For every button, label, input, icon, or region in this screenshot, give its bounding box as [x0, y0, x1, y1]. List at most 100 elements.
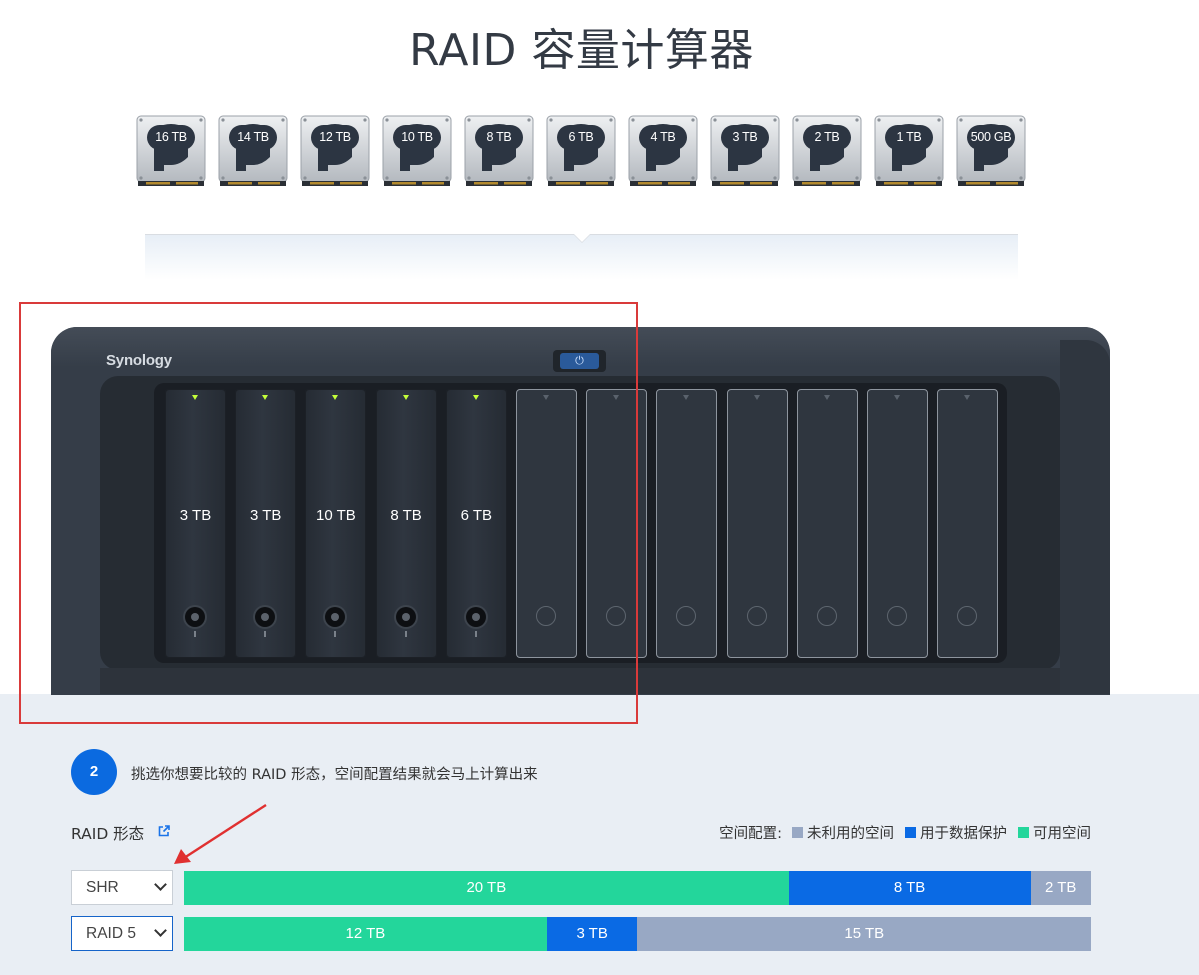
status-led — [753, 395, 760, 400]
drive-size-label: 3 TB — [179, 507, 212, 524]
drive-bay-empty[interactable] — [867, 389, 928, 658]
disk-option-10[interactable]: 500 GB — [956, 115, 1026, 187]
legend-title: 空间配置: — [719, 826, 782, 842]
lock-indicator — [264, 631, 267, 637]
legend-swatch-available — [1018, 827, 1029, 838]
drive-bay-empty[interactable] — [656, 389, 718, 658]
bar-segment-protection: 8 TB — [788, 871, 1031, 905]
disk-option-label: 500 GB — [967, 125, 1015, 150]
disk-option-6[interactable]: 4 TB — [628, 115, 698, 187]
disk-option-label: 1 TB — [885, 125, 933, 150]
disk-option-label: 10 TB — [393, 125, 441, 150]
chevron-down-icon — [154, 924, 167, 937]
disk-option-2[interactable]: 12 TB — [300, 115, 370, 187]
lock-icon — [887, 606, 907, 626]
status-led — [964, 395, 971, 400]
legend-swatch-unused — [792, 827, 803, 838]
raid-type-label: RAID 形态 — [71, 825, 145, 843]
status-led — [894, 395, 900, 400]
drive-size-label: 3 TB — [249, 507, 282, 524]
lock-icon — [816, 606, 837, 626]
status-led — [402, 395, 409, 400]
status-led — [332, 395, 339, 400]
drive-size-label: 8 TB — [390, 507, 422, 524]
disk-option-label: 3 TB — [721, 125, 769, 150]
bar-segment-unused: 15 TB — [637, 917, 1091, 951]
lock-icon — [606, 606, 627, 626]
drive-size-label: 10 TB — [316, 507, 356, 524]
disk-option-4[interactable]: 8 TB — [464, 115, 534, 187]
bar-segment-available: 12 TB — [184, 917, 547, 951]
lock-icon — [676, 606, 697, 626]
lock-icon — [185, 607, 205, 627]
raid-type-select-value: SHR — [86, 879, 119, 896]
disk-option-label: 14 TB — [229, 125, 277, 150]
disk-option-0[interactable]: 16 TB — [136, 115, 206, 187]
nas-drive-bay-area — [154, 383, 1007, 663]
step-number-badge: 2 — [71, 749, 117, 795]
bar-segment-protection: 3 TB — [546, 917, 638, 951]
status-led — [192, 395, 198, 400]
lock-indicator — [194, 631, 196, 637]
raid-type-select-1[interactable]: SHR — [71, 870, 173, 905]
status-led — [683, 395, 690, 400]
status-led — [543, 395, 549, 400]
lock-icon — [465, 607, 486, 627]
lock-indicator — [404, 631, 407, 637]
legend-swatch-protection — [905, 827, 916, 838]
drive-bay-empty[interactable] — [937, 389, 999, 658]
lock-icon — [536, 606, 556, 626]
disk-option-label: 12 TB — [311, 125, 359, 150]
drive-bay-empty[interactable] — [726, 389, 788, 658]
legend-protection-label: 用于数据保护 — [920, 826, 1007, 842]
annotation-arrow-icon — [174, 803, 267, 864]
power-icon: ⏻ — [560, 353, 599, 369]
nas-side — [1060, 340, 1110, 694]
disk-option-3[interactable]: 10 TB — [382, 115, 452, 187]
drive-bay-filled[interactable]: 3 TB — [235, 389, 297, 658]
step-instruction: 挑选你想要比较的 RAID 形态，空间配置结果就会马上计算出来 — [131, 767, 538, 783]
brand-logo: Synology — [106, 352, 172, 369]
disk-option-5[interactable]: 6 TB — [546, 115, 616, 187]
drive-bay-filled[interactable]: 3 TB — [165, 389, 226, 658]
space-legend: 空间配置: 未利用的空间 用于数据保护 可用空间 — [719, 822, 1091, 843]
disk-option-label: 4 TB — [639, 125, 687, 150]
raid-type-select-2[interactable]: RAID 5 — [71, 916, 173, 951]
bar-segment-available: 20 TB — [184, 871, 789, 905]
status-led — [472, 395, 479, 400]
status-led — [613, 395, 620, 400]
disk-option-label: 8 TB — [475, 125, 523, 150]
chevron-down-icon — [154, 878, 167, 891]
disk-option-7[interactable]: 3 TB — [710, 115, 780, 187]
lock-indicator — [334, 631, 337, 637]
drive-bay-filled[interactable]: 10 TB — [305, 389, 367, 658]
status-led — [262, 395, 269, 400]
highlight-box — [19, 302, 638, 724]
drive-size-label: 6 TB — [460, 507, 492, 524]
lock-icon — [395, 607, 416, 627]
disk-option-label: 2 TB — [803, 125, 851, 150]
disk-option-9[interactable]: 1 TB — [874, 115, 944, 187]
disk-option-label: 16 TB — [147, 125, 195, 150]
disk-option-label: 6 TB — [557, 125, 605, 150]
external-link-icon[interactable] — [157, 824, 171, 838]
lock-icon — [325, 607, 346, 627]
drive-bay-empty[interactable] — [516, 389, 577, 658]
page-title: RAID 容量计算器 — [409, 25, 754, 76]
disk-option-1[interactable]: 14 TB — [218, 115, 288, 187]
lock-icon — [746, 606, 767, 626]
nas-ledge — [100, 668, 1060, 694]
drive-bay-empty[interactable] — [796, 389, 858, 658]
lock-icon — [255, 607, 276, 627]
drive-bay-filled[interactable]: 8 TB — [375, 389, 437, 658]
drive-bay-filled[interactable]: 6 TB — [445, 389, 507, 658]
legend-unused-label: 未利用的空间 — [807, 826, 894, 842]
disk-option-8[interactable]: 2 TB — [792, 115, 862, 187]
lock-indicator — [474, 631, 477, 637]
divider-pointer-fill — [574, 234, 590, 242]
lock-icon — [957, 606, 978, 626]
bar-segment-unused: 2 TB — [1030, 871, 1091, 905]
legend-available-label: 可用空间 — [1033, 826, 1091, 842]
